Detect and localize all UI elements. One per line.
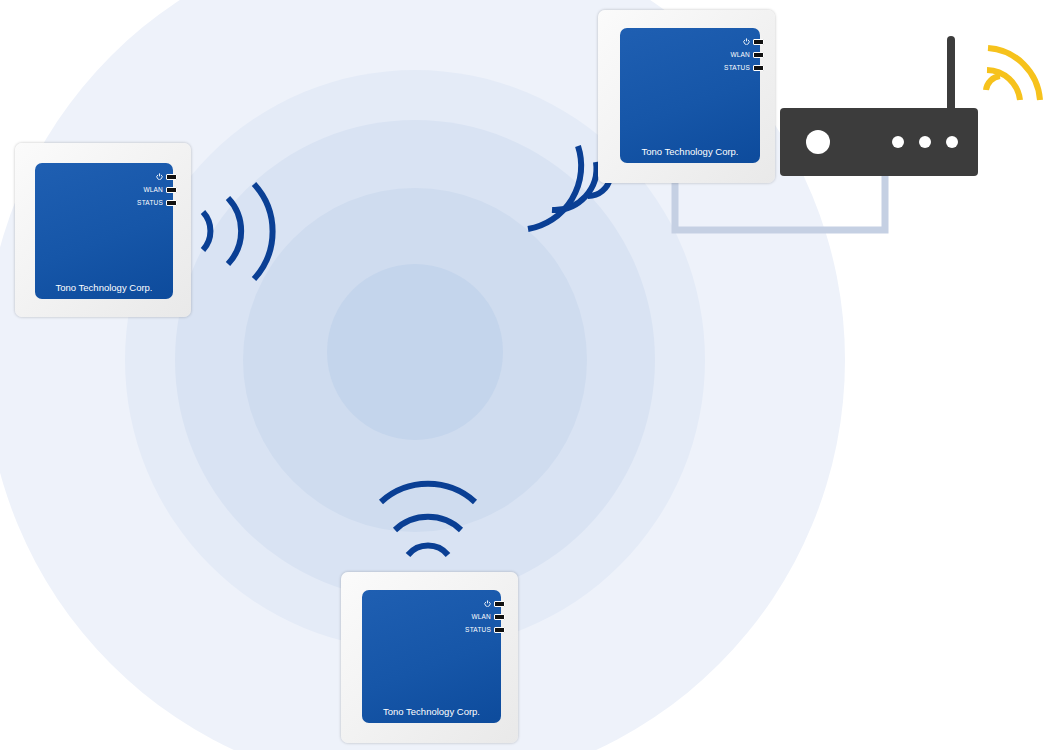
wireless-adapter: WLAN STATUS Tono Technology Corp. bbox=[15, 143, 191, 317]
led bbox=[166, 187, 177, 193]
power-icon bbox=[743, 38, 750, 45]
led bbox=[166, 200, 177, 206]
led bbox=[753, 52, 764, 58]
indicator-row: WLAN bbox=[143, 185, 177, 194]
led bbox=[753, 39, 764, 45]
led bbox=[494, 601, 505, 607]
indicator-group: WLAN STATUS bbox=[137, 172, 177, 207]
indicator-label: WLAN bbox=[143, 185, 163, 194]
indicator-label: WLAN bbox=[471, 612, 491, 621]
wireless-adapter: WLAN STATUS Tono Technology Corp. bbox=[341, 572, 518, 743]
power-indicator bbox=[743, 37, 764, 46]
led bbox=[494, 627, 505, 633]
indicator-row: WLAN bbox=[730, 50, 764, 59]
led bbox=[753, 65, 764, 71]
indicator-label: WLAN bbox=[730, 50, 750, 59]
indicator-row: WLAN bbox=[471, 612, 505, 621]
power-icon bbox=[156, 173, 163, 180]
indicator-row: STATUS bbox=[465, 625, 505, 634]
led bbox=[494, 614, 505, 620]
indicator-row: STATUS bbox=[137, 198, 177, 207]
front-panel: WLAN STATUS Tono Technology Corp. bbox=[35, 163, 173, 299]
led bbox=[166, 174, 177, 180]
indicator-group: WLAN STATUS bbox=[465, 599, 505, 634]
indicator-row: STATUS bbox=[724, 63, 764, 72]
power-indicator bbox=[484, 599, 505, 608]
router-wifi-waves bbox=[986, 48, 1040, 100]
brand-label: Tono Technology Corp. bbox=[35, 282, 173, 293]
indicator-group: WLAN STATUS bbox=[724, 37, 764, 72]
indicator-label: STATUS bbox=[724, 63, 750, 72]
router bbox=[780, 36, 978, 176]
front-panel: WLAN STATUS Tono Technology Corp. bbox=[620, 28, 760, 163]
wifi-waves bbox=[203, 146, 610, 555]
power-indicator bbox=[156, 172, 177, 181]
wireless-adapter: WLAN STATUS Tono Technology Corp. bbox=[598, 10, 775, 183]
brand-label: Tono Technology Corp. bbox=[620, 146, 760, 157]
indicator-label: STATUS bbox=[137, 198, 163, 207]
power-icon bbox=[484, 600, 491, 607]
front-panel: WLAN STATUS Tono Technology Corp. bbox=[362, 590, 501, 723]
brand-label: Tono Technology Corp. bbox=[362, 706, 501, 717]
signal-rings bbox=[0, 0, 845, 750]
cable bbox=[675, 176, 885, 230]
indicator-label: STATUS bbox=[465, 625, 491, 634]
